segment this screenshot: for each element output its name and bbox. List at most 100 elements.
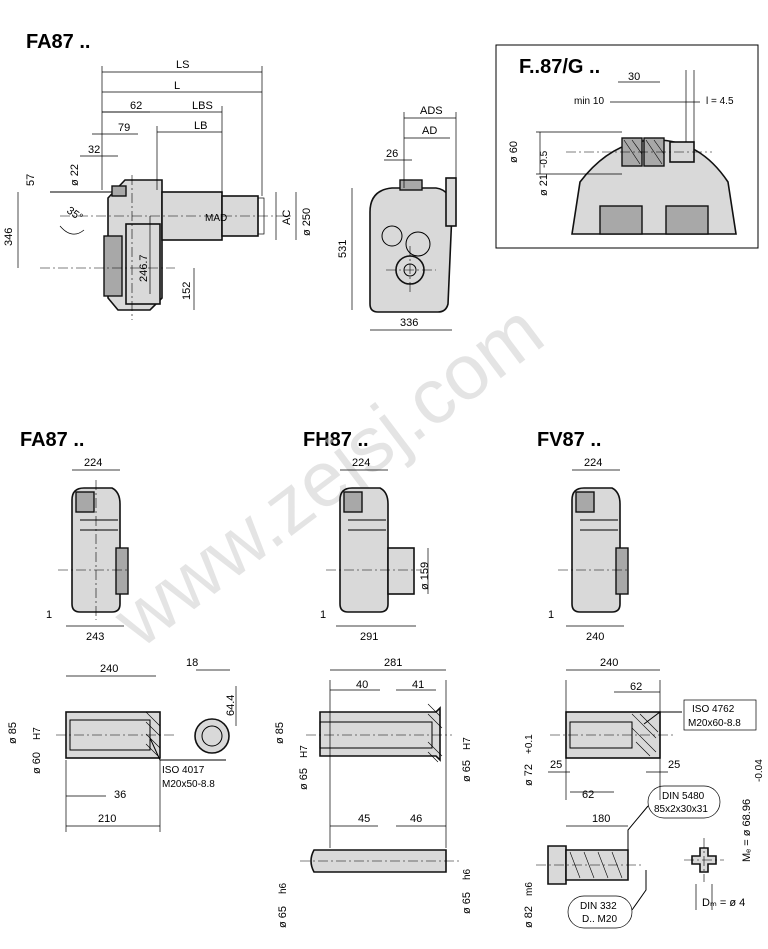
label-fv87-din332-b: D.. M20 [582,914,617,925]
label-fv87-25b: 25 [668,759,680,771]
fv87-view: 224 1 240 240 62 ISO 4762 M20x60-8.8 ø 7… [523,457,765,929]
fh87-hatching [427,703,443,763]
fa87-hollow-hatching [145,711,161,757]
label-79: 79 [118,122,130,134]
label-fh87-d65a: ø 65 [298,768,310,790]
label-2467: 246.7 [138,254,150,282]
fa87-ring-inner [201,725,223,747]
title-fh87: FH87 .. [303,429,369,451]
fv87-shaft-stub [615,547,629,595]
label-fa87-210: 210 [98,813,116,825]
g-detail: 30 min 10 l = 4.5 ø 60 ø 21 -0.5 [495,44,759,249]
label-fv87-62b: 62 [582,789,594,801]
fh87-housing [339,487,389,613]
label-fv87-din5480-b: 85x2x30x31 [654,804,708,815]
label-346: 346 [3,228,15,246]
label-fa87-iso-b: M20x50-8.8 [162,779,215,790]
label-fv87-iso-b: M20x60-8.8 [688,718,741,729]
label-57: 57 [25,174,37,186]
label-fv87-iso-a: ISO 4762 [692,704,735,715]
label-fh87-d65d: ø 65 [461,892,473,914]
label-fa87-iso-a: ISO 4017 [162,765,205,776]
fa87-view: 224 1 243 240 ø 85 ø 60 H7 36 210 18 64.… [7,457,237,832]
detail-base-left [599,205,643,235]
label-fv87-240b: 240 [600,657,618,669]
fv87-section-center [684,838,724,882]
label-d250: ø 250 [301,208,313,236]
fv87-din5480-leader [627,805,649,860]
fh87-view: 224 ø 159 1 291 281 40 41 ø 85 ø 65 H7 ø… [274,457,473,928]
label-fv87-d72: ø 72 [523,764,535,786]
detail-base-right [665,205,709,235]
input-shaft [111,185,127,197]
label-fv87-d82: ø 82 [523,906,535,928]
label-fv87-1: 1 [548,609,554,621]
label-26: 26 [386,148,398,160]
label-lb: LB [194,120,207,132]
detail-frame [495,44,759,249]
label-62: 62 [130,100,142,112]
label-fh87-h6a: h6 [278,882,289,894]
label-fa87-18: 18 [186,657,198,669]
label-fa87-243: 243 [86,631,104,643]
label-fa87-240: 240 [100,663,118,675]
label-fa87-d85: ø 85 [7,722,19,744]
label-fa87-h7: H7 [32,727,43,740]
label-fh87-d85: ø 85 [274,722,286,744]
label-fv87-tol72: +0.1 [524,734,535,754]
label-ac: AC [281,210,293,225]
label-d21: ø 21 [538,174,550,196]
label-fh87-45: 45 [358,813,370,825]
fv87-ext-lines [565,680,661,800]
fv87-iso-leader [643,711,682,725]
label-fh87-h7a: H7 [299,745,310,758]
label-fv87-dm: Dₘ = ø 4 [702,897,745,909]
label-35deg: 35° [64,205,85,224]
label-fv87-240a: 240 [586,631,604,643]
fa87-ring [194,718,230,754]
label-fv87-62a: 62 [630,681,642,693]
label-152: 152 [181,282,193,300]
fa87-shaft-stub [115,547,129,595]
label-336: 336 [400,317,418,329]
side-housing [369,187,453,313]
side-gear-upper [381,225,403,247]
title-fa87: FA87 .. [20,429,84,451]
fh87-hollow-shaft [319,706,441,762]
angle-arc [59,225,85,235]
label-fh87-d65b: ø 65 [461,760,473,782]
label-l: L [174,80,180,92]
main-view: MAD LS L LBS LB 62 79 32 57 ø 22 35° 346 [3,59,313,320]
label-ad: AD [422,125,437,137]
title-f87g: F..87/G .. [519,56,600,78]
label-32: 32 [88,144,100,156]
label-fh87-h7b: H7 [462,737,473,750]
label-fh87-d65c: ø 65 [277,906,289,928]
label-fa87-644: 64.4 [225,695,237,716]
label-531: 531 [337,240,349,258]
fv87-din332-bubble [567,895,633,929]
fh87-shrink-disk [387,547,415,595]
label-d60: ø 60 [508,141,520,163]
label-fa87-36: 36 [114,789,126,801]
fa87-band [80,519,118,531]
label-fa87-224: 224 [84,457,102,469]
fv87-band [580,519,618,531]
label-fh87-1: 1 [320,609,326,621]
fa87-housing [71,487,121,613]
label-l45: l = 4.5 [706,96,734,107]
label-fh87-159: ø 159 [419,562,431,590]
fh87-ext-lines [329,680,447,848]
title-fv87: FV87 .. [537,429,601,451]
title-fa87-top: FA87 .. [26,31,90,53]
label-fh87-281: 281 [384,657,402,669]
watermark: www.zejsj.com [96,286,558,665]
fa87-top-flange [75,491,95,513]
fv87-din5480-bubble [647,785,721,819]
fh87-band [348,519,386,531]
side-gear-mid [405,231,431,257]
label-fv87-din332-a: DIN 332 [580,901,617,912]
fh87-top-flange [343,491,363,513]
label-fv87-me: Mₑ = ø 68.96 [741,799,753,862]
